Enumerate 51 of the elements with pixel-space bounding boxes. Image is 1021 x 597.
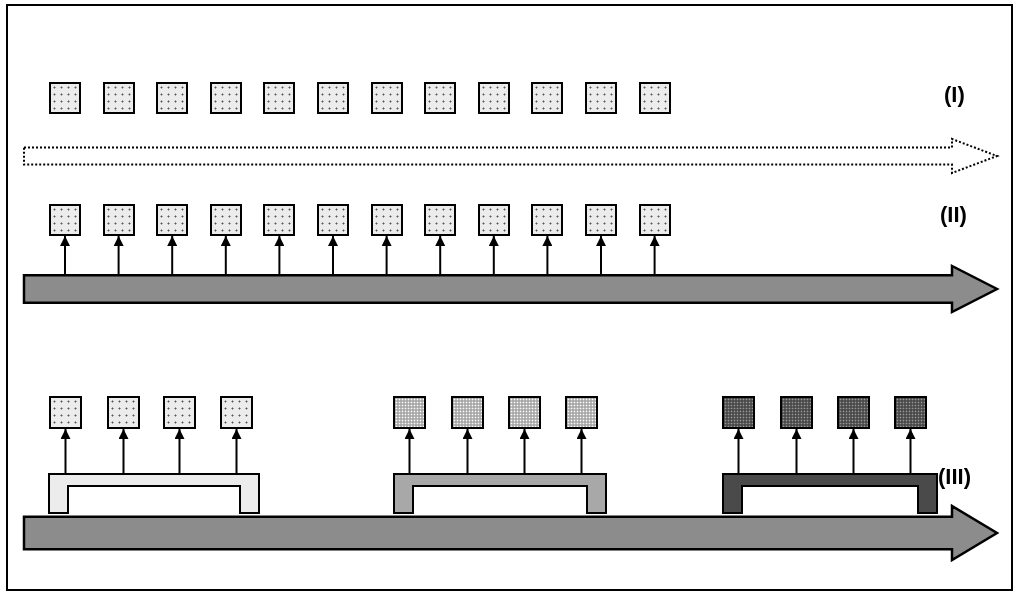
arrow xyxy=(462,428,473,475)
arrow xyxy=(733,428,744,475)
dotted-square xyxy=(370,204,403,236)
shaded-square xyxy=(451,396,484,429)
arrow xyxy=(576,428,587,475)
dotted-square xyxy=(102,82,135,114)
dotted-square xyxy=(638,204,671,236)
arrow xyxy=(848,428,859,475)
dotted-square xyxy=(317,204,349,236)
dotted-square xyxy=(49,82,81,114)
arrow xyxy=(404,428,415,475)
dotted-square xyxy=(156,204,189,236)
shaded-square xyxy=(894,396,927,429)
dotted-square xyxy=(531,204,564,236)
shaded-square xyxy=(837,396,870,429)
dotted-square xyxy=(49,204,81,236)
shaded-square xyxy=(780,396,813,429)
dotted-square xyxy=(317,82,349,114)
shaded-square xyxy=(393,396,426,429)
arrow xyxy=(519,428,530,475)
dotted-square xyxy=(156,82,189,114)
arrow xyxy=(118,428,129,475)
arrow xyxy=(60,428,71,475)
dotted-square xyxy=(107,396,140,429)
dotted-square xyxy=(370,82,403,114)
row-label: (I) xyxy=(944,82,965,108)
shaded-square xyxy=(722,396,755,429)
dotted-square xyxy=(585,204,617,236)
row-label: (II) xyxy=(940,202,967,228)
arrow xyxy=(905,428,916,475)
dotted-square xyxy=(209,82,242,114)
arrow xyxy=(791,428,802,475)
dotted-square xyxy=(102,204,135,236)
dotted-square xyxy=(49,396,82,429)
shaded-square xyxy=(508,396,541,429)
row-label: (III) xyxy=(938,464,971,490)
dotted-square xyxy=(424,204,457,236)
dotted-square xyxy=(163,396,196,429)
dotted-square xyxy=(263,204,296,236)
dotted-square xyxy=(638,82,671,114)
dotted-square xyxy=(424,82,457,114)
dotted-square xyxy=(585,82,617,114)
arrow xyxy=(174,428,185,475)
shaded-square xyxy=(565,396,598,429)
dotted-square xyxy=(477,82,510,114)
dotted-square xyxy=(220,396,253,429)
dotted-square xyxy=(263,82,296,114)
dotted-square xyxy=(477,204,510,236)
dotted-square xyxy=(531,82,564,114)
arrow xyxy=(231,428,242,475)
dotted-square xyxy=(209,204,242,236)
